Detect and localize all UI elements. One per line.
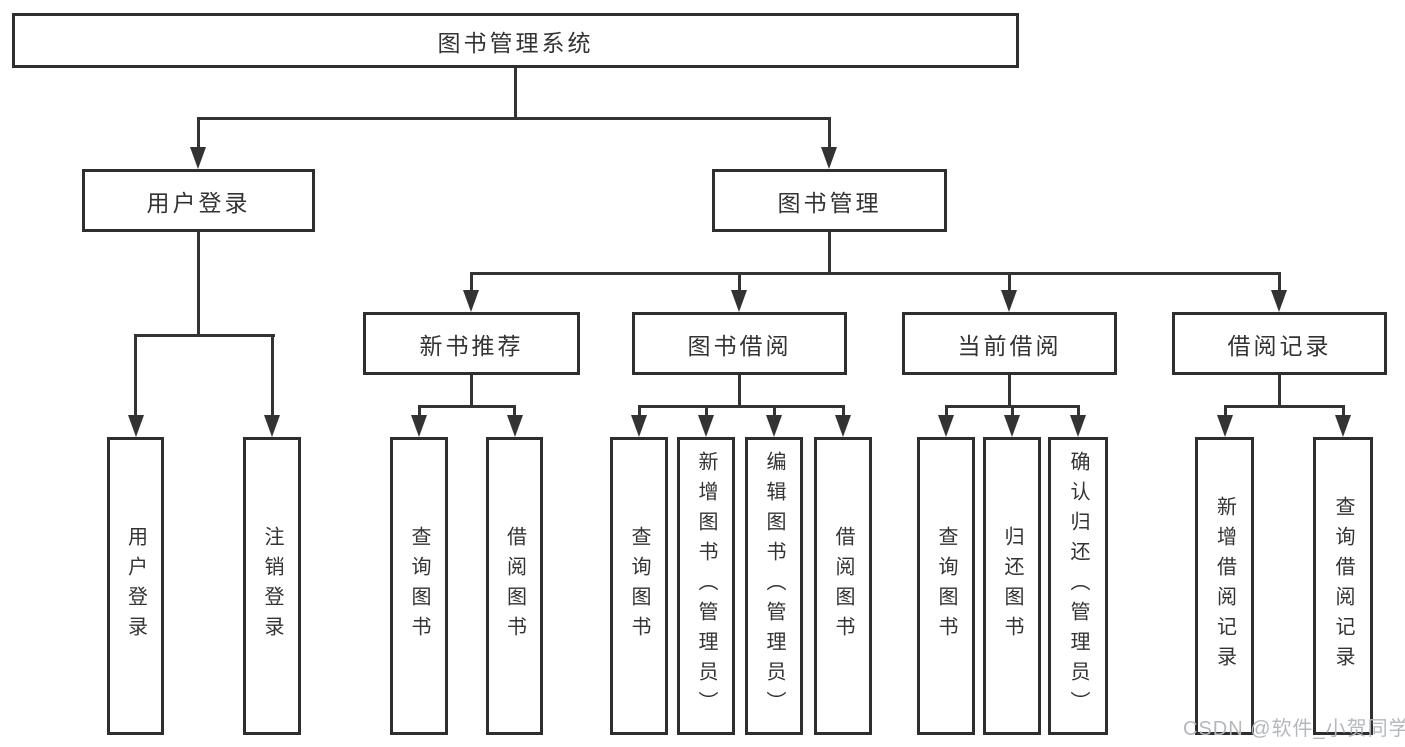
arrowhead-leaf	[631, 415, 647, 437]
arrowhead-current-borrow	[1001, 290, 1017, 312]
connector-current-borrow-stem	[1007, 375, 1011, 406]
connector-leaf-shaft	[841, 406, 845, 418]
leaf-recommend-borrow-books: 借阅图书	[486, 437, 543, 735]
leaf-borrow-query-books-label: 查询图书	[628, 526, 650, 646]
node-user-login-label: 用户登录	[146, 189, 251, 216]
arrowhead-book-management	[821, 147, 837, 169]
node-current-borrowing-label: 当前借阅	[957, 332, 1062, 359]
node-book-management: 图书管理	[712, 169, 947, 232]
leaf-user-login-label: 用户登录	[124, 526, 147, 646]
arrowhead-login-leaf	[127, 415, 144, 437]
connector-borrow-records-shaft	[1277, 273, 1281, 293]
leaf-add-book-admin-label: 新增图书（管理员）	[695, 451, 717, 721]
connector-new-book-shaft	[469, 273, 473, 293]
leaf-return-books: 归还图书	[983, 437, 1041, 735]
connector-leaf-shaft	[417, 406, 421, 418]
connector-book-management-bar	[469, 271, 1281, 275]
node-book-management-label: 图书管理	[777, 189, 882, 216]
connector-logout-leaf-shaft	[270, 335, 274, 417]
leaf-edit-book-admin-label: 编辑图书（管理员）	[763, 451, 785, 721]
connector-leaf-shaft	[1076, 406, 1080, 418]
arrowhead-leaf	[506, 415, 523, 437]
leaf-logout: 注销登录	[243, 437, 301, 735]
leaf-return-books-label: 归还图书	[1001, 526, 1023, 646]
node-borrowing-records: 借阅记录	[1172, 312, 1387, 375]
connector-root-stem	[513, 68, 517, 118]
connector-borrow-records-stem	[1277, 375, 1281, 406]
connector-leaf-shaft	[944, 406, 948, 418]
arrowhead-book-borrow	[731, 290, 747, 312]
leaf-recommend-query-books: 查询图书	[390, 437, 448, 735]
leaf-query-borrow-record-label: 查询借阅记录	[1332, 496, 1354, 676]
leaf-add-book-admin: 新增图书（管理员）	[677, 437, 735, 735]
connector-book-borrow-shaft	[737, 273, 741, 293]
connector-root-bar	[196, 116, 831, 120]
leaf-confirm-return-admin: 确认归还（管理员）	[1048, 437, 1108, 735]
node-current-borrowing: 当前借阅	[902, 312, 1117, 375]
arrowhead-leaf	[698, 415, 714, 437]
arrowhead-borrow-records	[1271, 290, 1287, 312]
connector-leaf-shaft	[772, 406, 776, 418]
arrowhead-user-login	[190, 147, 206, 169]
node-user-login: 用户登录	[82, 169, 315, 232]
connector-new-book-stem	[469, 375, 473, 406]
leaf-logout-label: 注销登录	[261, 526, 283, 646]
connector-leaf-shaft	[513, 406, 516, 418]
leaf-current-query-books: 查询图书	[917, 437, 975, 735]
arrowhead-new-book	[463, 290, 479, 312]
connector-leaf-shaft	[1341, 406, 1345, 418]
node-root-label: 图书管理系统	[437, 29, 594, 56]
leaf-query-borrow-record: 查询借阅记录	[1313, 437, 1373, 735]
connector-book-management-stem	[827, 232, 831, 273]
connector-user-login-bar	[133, 333, 275, 337]
arrowhead-leaf	[1217, 415, 1233, 437]
connector-leaf-shaft	[637, 406, 641, 418]
connector-new-book-bar	[417, 404, 516, 408]
node-borrowing-records-label: 借阅记录	[1227, 332, 1332, 359]
connector-leaf-shaft	[1010, 406, 1014, 418]
node-new-book-recommendation: 新书推荐	[363, 312, 580, 375]
leaf-edit-book-admin: 编辑图书（管理员）	[745, 437, 803, 735]
arrowhead-leaf	[835, 415, 851, 437]
leaf-user-login: 用户登录	[107, 437, 164, 735]
connector-book-borrow-bar	[637, 404, 845, 408]
node-book-borrowing: 图书借阅	[632, 312, 847, 375]
node-book-borrowing-label: 图书借阅	[687, 332, 792, 359]
connector-leaf-shaft	[1223, 406, 1227, 418]
node-new-book-recommendation-label: 新书推荐	[419, 332, 524, 359]
arrowhead-leaf	[1070, 415, 1086, 437]
connector-borrow-records-bar	[1223, 404, 1345, 408]
arrowhead-logout-leaf	[264, 415, 280, 437]
connector-book-management-shaft	[827, 118, 831, 150]
leaf-borrow-query-books: 查询图书	[610, 437, 668, 735]
connector-login-leaf-shaft	[134, 335, 137, 417]
leaf-recommend-query-books-label: 查询图书	[408, 526, 430, 646]
arrowhead-leaf	[411, 415, 427, 437]
leaf-borrow-books: 借阅图书	[814, 437, 872, 735]
leaf-add-borrow-record: 新增借阅记录	[1195, 437, 1254, 735]
node-root: 图书管理系统	[12, 13, 1019, 68]
arrowhead-leaf	[938, 415, 954, 437]
leaf-current-query-books-label: 查询图书	[935, 526, 957, 646]
connector-book-borrow-stem	[737, 375, 741, 406]
leaf-confirm-return-admin-label: 确认归还（管理员）	[1067, 451, 1089, 721]
leaf-borrow-books-label: 借阅图书	[832, 526, 854, 646]
connector-current-borrow-shaft	[1007, 273, 1011, 293]
arrowhead-leaf	[1004, 415, 1020, 437]
connector-user-login-shaft	[196, 118, 200, 150]
connector-user-login-stem	[196, 232, 200, 335]
arrowhead-leaf	[1335, 415, 1351, 437]
leaf-add-borrow-record-label: 新增借阅记录	[1213, 496, 1236, 676]
watermark: CSDN @软件_小贺同学	[1183, 718, 1405, 740]
arrowhead-leaf	[766, 415, 782, 437]
connector-leaf-shaft	[704, 406, 708, 418]
leaf-recommend-borrow-books-label: 借阅图书	[503, 526, 526, 646]
